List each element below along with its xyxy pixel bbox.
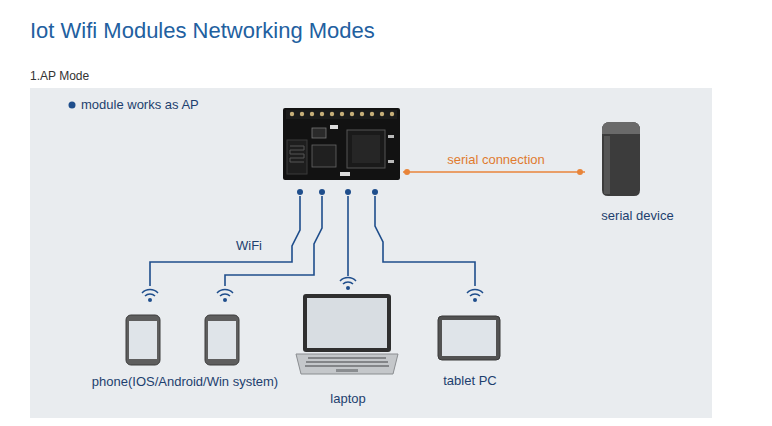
tablet: tablet PC xyxy=(432,286,508,390)
wifi-link xyxy=(150,196,300,286)
edge-label: WiFi xyxy=(234,238,264,253)
bullet-dot xyxy=(69,102,76,109)
device-label: phone(IOS/Android/Win system) xyxy=(92,374,278,389)
tablet-icon xyxy=(438,316,500,360)
wifi-symbol xyxy=(142,278,483,296)
wifi-link xyxy=(375,196,475,286)
device-label: tablet PC xyxy=(443,373,496,388)
edge-label: serial connection xyxy=(445,152,547,167)
wifi-link xyxy=(225,196,322,286)
page-title: Iot Wifi Modules Networking Modes xyxy=(30,18,375,44)
wifi-module xyxy=(283,108,400,180)
serial-device: serial device xyxy=(585,118,690,228)
serial-device-icon xyxy=(602,122,640,196)
section-heading: 1.AP Mode xyxy=(30,69,89,83)
device-label: serial device xyxy=(601,208,673,223)
serial-link xyxy=(403,171,585,173)
bullet-text: module works as AP xyxy=(81,97,199,112)
phone-icon xyxy=(126,315,239,365)
device-label: laptop xyxy=(330,391,365,406)
laptop: laptop xyxy=(298,276,398,410)
wifi-module xyxy=(283,108,403,196)
phone-group: phone(IOS/Android/Win system) xyxy=(85,286,285,396)
laptop-icon xyxy=(296,294,398,374)
wifi-link xyxy=(347,196,349,276)
